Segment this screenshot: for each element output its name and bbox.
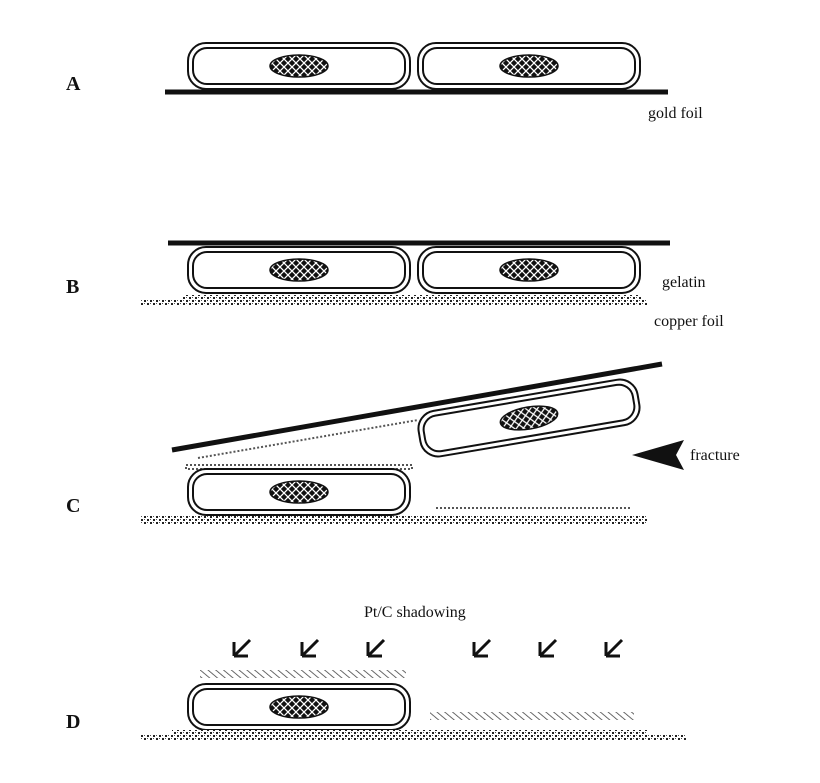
- pt-c-coating-substrate: [430, 712, 634, 720]
- gelatin-residue-upper: [197, 419, 419, 459]
- panel-label-a: A: [66, 73, 81, 95]
- copper-foil-d: [140, 735, 686, 741]
- gelatin-layer-d: [172, 730, 648, 735]
- gelatin-label: gelatin: [662, 274, 706, 291]
- gold-foil-label: gold foil: [648, 105, 703, 122]
- shadow-arrow-icon: [604, 638, 624, 658]
- copper-foil-label: copper foil: [654, 313, 724, 330]
- cell-left-d: [187, 683, 411, 731]
- gold-foil-c: [171, 361, 663, 453]
- cell-left-c: [187, 468, 411, 516]
- gelatin-residue-lower: [185, 464, 413, 470]
- pt-c-coating-cell: [200, 670, 406, 678]
- shadow-arrow-icon: [232, 638, 252, 658]
- cell-left-a: [187, 42, 411, 90]
- shadow-arrow-icon: [472, 638, 492, 658]
- shadow-arrow-icon: [366, 638, 386, 658]
- copper-foil-b: [140, 300, 648, 306]
- panel-label-b: B: [66, 276, 79, 298]
- fracture-arrow-icon: [632, 440, 684, 470]
- shadowing-label: Pt/C shadowing: [364, 604, 466, 621]
- cell-right-b: [417, 246, 641, 294]
- shadow-arrow-icon: [538, 638, 558, 658]
- panel-label-d: D: [66, 711, 80, 733]
- cell-left-b: [187, 246, 411, 294]
- copper-foil-c: [140, 516, 648, 524]
- shadow-arrow-icon: [300, 638, 320, 658]
- gelatin-layer-b: [182, 295, 642, 300]
- cell-right-a: [417, 42, 641, 90]
- fracture-label: fracture: [690, 447, 740, 464]
- panel-label-c: C: [66, 495, 80, 517]
